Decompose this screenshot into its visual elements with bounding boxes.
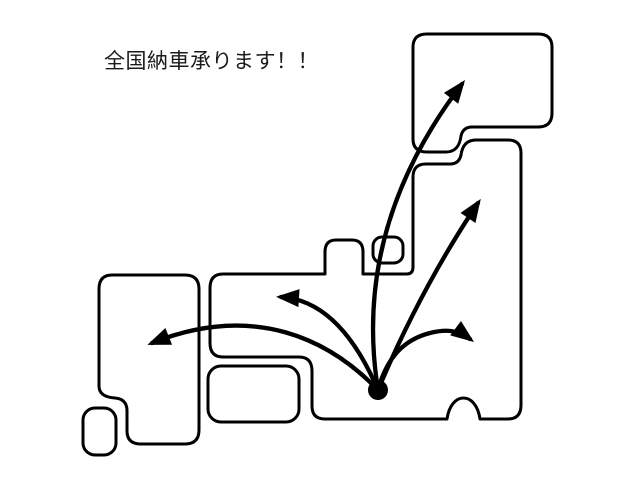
arrow-to-kyushu-icon [147, 323, 381, 393]
kyushu-shape-icon [97, 273, 201, 446]
arrow-to-east-icon [375, 321, 475, 393]
japan-outline-group [81, 32, 554, 457]
arrow-to-tohoku-icon [375, 198, 481, 393]
page-title: 全国納車承ります！！ [104, 49, 319, 73]
okinawa-shape-icon [81, 406, 118, 457]
arrow-to-west-icon [276, 289, 381, 393]
delivery-hub-dot [368, 380, 388, 400]
hokkaido-shape-icon [411, 32, 554, 154]
shikoku-shape-icon [206, 364, 301, 424]
honshu-shape-icon [208, 138, 523, 421]
small-inland-block-icon [371, 235, 405, 265]
delivery-arrows-group [147, 80, 481, 393]
arrow-to-hokkaido-icon [370, 80, 466, 393]
